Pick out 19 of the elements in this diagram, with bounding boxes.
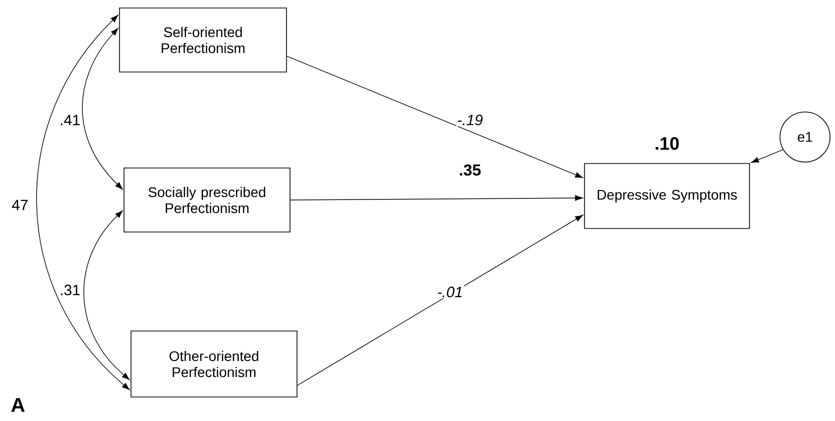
edge-label: .41 — [58, 114, 82, 126]
arrow — [297, 214, 584, 386]
arrow — [286, 56, 583, 178]
edge-label: -.19 — [456, 114, 484, 126]
edge-label: .35 — [458, 163, 482, 177]
edge-label: 47 — [10, 198, 30, 212]
variable-box: Other-oriented Perfectionism — [130, 330, 298, 398]
edge-label: .31 — [58, 284, 82, 296]
panel-letter: A — [11, 398, 25, 412]
arrow — [290, 195, 583, 201]
variable-box: Socially prescribed Perfectionism — [124, 168, 290, 232]
variable-box: Self-oriented Perfectionism — [119, 8, 287, 72]
edge-label: -.01 — [436, 286, 464, 298]
arrow — [82, 28, 123, 190]
arrow — [84, 210, 130, 380]
node-annotation: .10 — [656, 137, 679, 150]
arrow — [36, 14, 130, 390]
variable-box: Depressive Symptoms — [584, 163, 750, 229]
arrow — [751, 149, 784, 163]
